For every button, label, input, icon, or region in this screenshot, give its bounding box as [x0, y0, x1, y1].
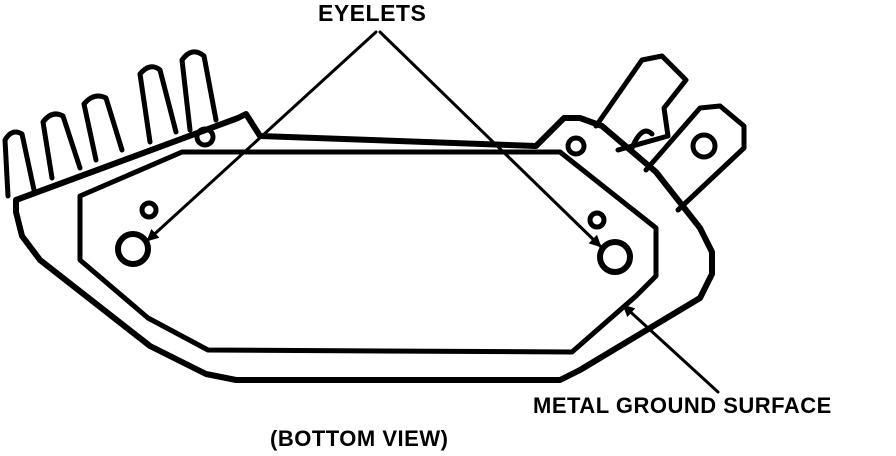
terminal-pin: [2, 129, 37, 199]
terminal-blade: [593, 53, 689, 153]
terminal-blade: [643, 103, 747, 213]
mounting-hole: [194, 126, 216, 148]
module-housing-outline: [13, 111, 715, 383]
mounting-hole: [139, 200, 159, 220]
eyelets-leader-line-right: [378, 30, 602, 248]
terminal-pin: [81, 93, 125, 163]
eyelets-leader-line-left: [146, 30, 378, 242]
right-terminal-connectors: [593, 53, 747, 213]
eyelets-label: EYELETS: [318, 0, 427, 26]
left-terminal-pins: [2, 49, 219, 199]
terminal-blade: [629, 128, 655, 151]
terminal-hole: [690, 132, 718, 160]
terminal-pin: [40, 111, 83, 181]
metal-ground-surface-plate: [77, 149, 659, 355]
metal-ground-leader-line: [622, 304, 720, 394]
eyelet-left: [115, 231, 151, 267]
eyelet-right: [597, 239, 633, 275]
metal-ground-surface-label: METAL GROUND SURFACE: [533, 393, 832, 418]
terminal-pin: [179, 49, 219, 133]
mounting-hole: [565, 135, 587, 157]
terminal-pin: [137, 64, 179, 145]
mounting-hole: [587, 210, 607, 230]
bottom-view-label: (BOTTOM VIEW): [270, 426, 449, 451]
